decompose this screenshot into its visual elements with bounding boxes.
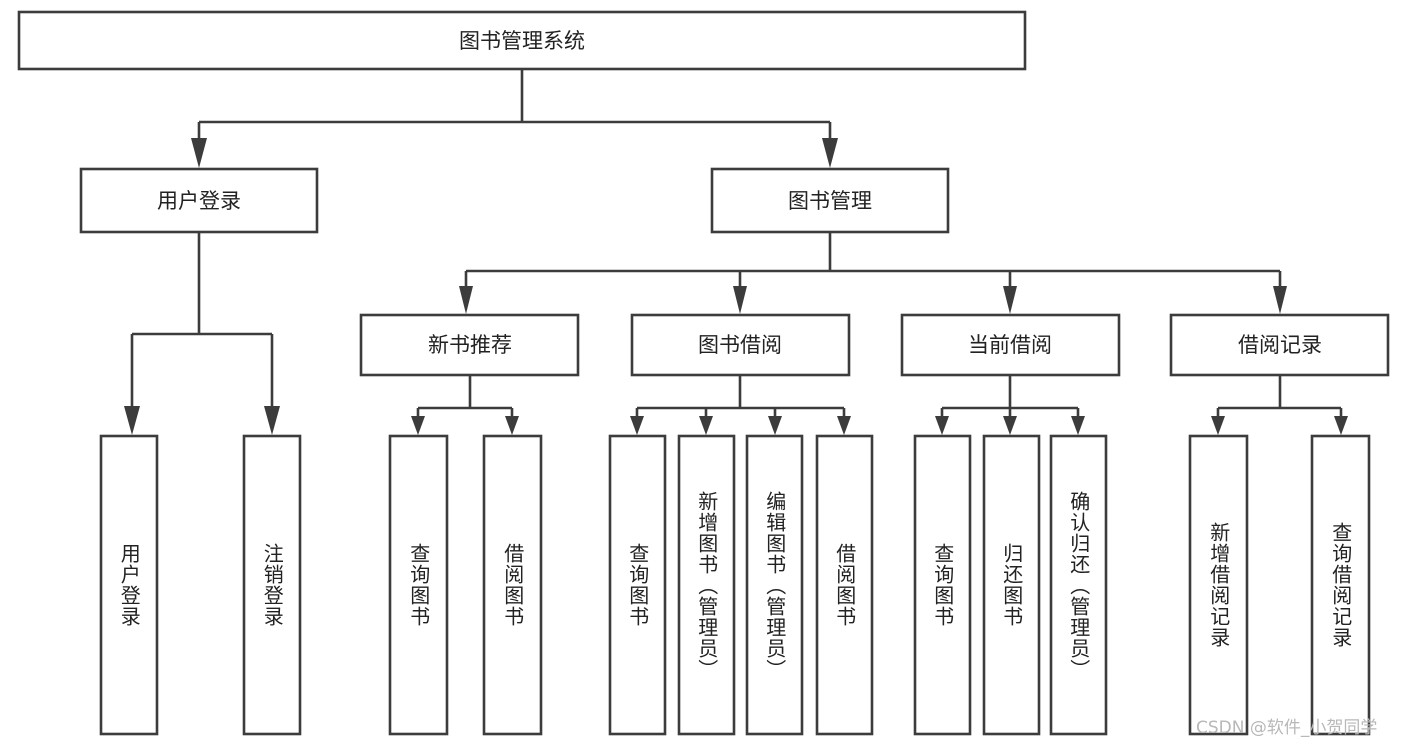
arrow-icon-leaf-return-book	[1003, 416, 1017, 435]
node-user-login-box[interactable]	[79, 167, 319, 234]
node-borrow-record[interactable]: 借阅记录	[1169, 313, 1390, 377]
node-book-borrow-label: 图书借阅	[698, 333, 782, 357]
arrow-icon-leaf-query-book-rec	[411, 416, 425, 435]
node-root-label: 图书管理系统	[459, 29, 585, 53]
node-book-manage-label: 图书管理	[788, 189, 872, 213]
node-borrow-record-box[interactable]	[1169, 313, 1390, 377]
arrow-icon-leaf-borrow-book	[837, 416, 851, 435]
connector-group-user-login	[124, 232, 280, 435]
node-leaf-query-record-box[interactable]	[1310, 434, 1371, 736]
arrow-icon-leaf-borrow-book-rec	[505, 416, 519, 435]
arrow-icon-leaf-query-record	[1334, 416, 1348, 435]
arrow-icon-user-login	[191, 138, 207, 168]
node-book-borrow-box[interactable]	[630, 313, 851, 377]
arrow-icon-leaf-confirm-return	[1071, 416, 1085, 435]
arrow-icon-new-book-recommend	[459, 286, 473, 314]
node-current-borrow-box[interactable]	[900, 313, 1121, 377]
node-leaf-add-record-box[interactable]	[1188, 434, 1249, 736]
node-leaf-add-book-box[interactable]	[677, 434, 736, 736]
arrow-icon-current-borrow	[1003, 286, 1017, 314]
node-leaf-query-book-rec-box[interactable]	[388, 434, 449, 736]
arrow-icon-leaf-query-book-cur	[935, 416, 949, 435]
node-leaf-borrow-book-rec-box[interactable]	[482, 434, 543, 736]
node-leaf-confirm-return-box[interactable]	[1049, 434, 1108, 736]
connector-group-current-borrow	[935, 375, 1085, 435]
connector-group-root	[191, 69, 838, 168]
arrow-icon-book-manage	[822, 138, 838, 168]
node-leaf-query-book-borrow-box[interactable]	[608, 434, 667, 736]
node-user-login-label: 用户登录	[157, 189, 241, 213]
node-new-book-recommend-box[interactable]	[359, 313, 580, 377]
arrow-icon-leaf-edit-book	[768, 416, 782, 435]
leaf-box-group	[99, 434, 1371, 736]
arrow-icon-borrow-record	[1273, 286, 1287, 314]
node-leaf-user-login-box[interactable]	[99, 434, 159, 736]
connector-group-new-book-recommend	[411, 375, 519, 435]
arrow-icon-leaf-user-login	[124, 406, 140, 435]
node-leaf-query-book-cur-box[interactable]	[913, 434, 972, 736]
arrow-icon-leaf-query-book-borrow	[630, 416, 644, 435]
node-current-borrow-label: 当前借阅	[968, 333, 1052, 357]
node-leaf-user-logout-box[interactable]	[242, 434, 302, 736]
connector-group-book-borrow	[630, 375, 851, 435]
node-leaf-return-book-box[interactable]	[982, 434, 1041, 736]
node-root[interactable]: 图书管理系统	[17, 10, 1027, 71]
connector-group-borrow-record	[1211, 375, 1348, 435]
node-leaf-borrow-book-box[interactable]	[815, 434, 874, 736]
arrow-icon-leaf-user-logout	[264, 406, 280, 435]
node-leaf-edit-book-box[interactable]	[745, 434, 804, 736]
node-borrow-record-label: 借阅记录	[1238, 333, 1322, 357]
node-book-manage-box[interactable]	[710, 167, 950, 234]
node-book-borrow[interactable]: 图书借阅	[630, 313, 851, 377]
node-root-box[interactable]	[17, 10, 1027, 71]
arrow-icon-leaf-add-book	[699, 416, 713, 435]
node-user-login[interactable]: 用户登录	[79, 167, 319, 234]
node-book-manage[interactable]: 图书管理	[710, 167, 950, 234]
connector-group-book-manage	[459, 232, 1287, 314]
arrow-icon-book-borrow	[733, 286, 747, 314]
node-current-borrow[interactable]: 当前借阅	[900, 313, 1121, 377]
arrow-icon-leaf-add-record	[1211, 416, 1225, 435]
csdn-watermark: CSDN @软件_小贺同学	[1196, 718, 1378, 738]
node-new-book-recommend[interactable]: 新书推荐	[359, 313, 580, 377]
node-new-book-recommend-label: 新书推荐	[428, 333, 512, 357]
